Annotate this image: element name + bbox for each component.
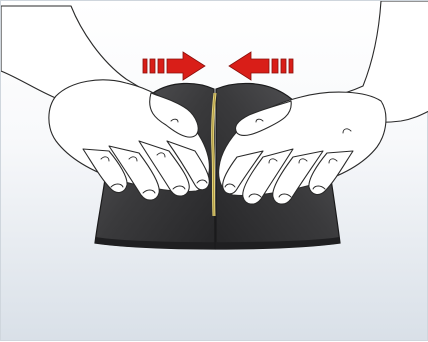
arrow-left-icon (229, 52, 293, 80)
arrow-right-icon (143, 52, 205, 80)
